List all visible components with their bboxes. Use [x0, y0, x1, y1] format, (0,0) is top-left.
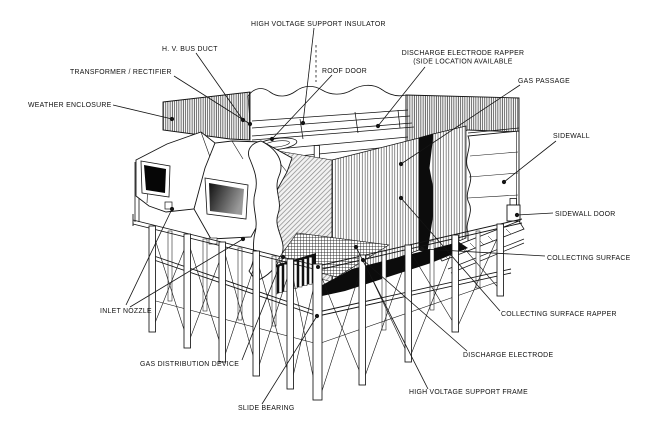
label-sidewall-door: SIDEWALL DOOR	[555, 211, 616, 218]
leader-line-collecting-surface-rapper	[400, 197, 501, 312]
leader-dot-weather-enclosure	[169, 116, 175, 122]
leader-dot-collecting-surface	[419, 246, 425, 252]
inlet-window	[209, 183, 244, 215]
leader-dot-roof-door	[269, 136, 275, 142]
leader-dot-discharge-electrode-rapper	[375, 123, 381, 129]
leader-dot-inlet-nozzle	[169, 206, 175, 212]
leader-line-collecting-surface	[421, 248, 546, 257]
rear-legs	[167, 230, 481, 331]
enclosure-window	[144, 165, 166, 193]
leader-dot-inlet-nozzle	[240, 236, 246, 242]
label-roof-door: ROOF DOOR	[322, 68, 367, 75]
leader-dot-sidewall-door	[514, 212, 520, 218]
leader-line-gas-distribution-device	[241, 256, 284, 361]
label-collecting-surface-rapper: COLLECTING SURFACE RAPPER	[501, 311, 617, 318]
leader-line-slide-bearing	[261, 315, 318, 405]
label-discharge-electrode-rapper: DISCHARGE ELECTRODE RAPPER(SIDE LOCATION…	[402, 50, 525, 66]
label-high-voltage-support-insulator: HIGH VOLTAGE SUPPORT INSULATOR	[251, 21, 386, 28]
label-collecting-surface: COLLECTING SURFACE	[547, 255, 631, 262]
label-sidewall: SIDEWALL	[553, 133, 590, 140]
leader-line-discharge-electrode	[362, 259, 468, 352]
leader-line-high-voltage-support-insulator	[302, 27, 315, 124]
labels-layer: HIGH VOLTAGE SUPPORT INSULATOR H. V. BUS …	[28, 21, 631, 412]
enclosure-vent	[164, 201, 173, 210]
leader-line-roof-door	[271, 74, 333, 140]
leader-dot-collecting-surface-rapper	[398, 195, 404, 201]
leader-line-inlet-nozzle	[129, 238, 244, 308]
leader-dot-gas-passage	[398, 161, 404, 167]
leader-dot-sidewall	[501, 179, 507, 185]
sidewall-panel	[466, 127, 520, 243]
leader-dot-transformer-rectifier	[247, 121, 253, 127]
leader-line-high-voltage-support-frame	[355, 246, 429, 390]
leader-line-inlet-nozzle	[125, 208, 173, 306]
leader-line-transformer-rectifier	[173, 75, 251, 125]
label-inlet-nozzle: INLET NOZZLE	[100, 308, 152, 315]
leader-line-weather-enclosure	[112, 104, 173, 120]
cross-bracing	[151, 229, 502, 397]
corner-column	[312, 263, 323, 401]
leader-dot-slide-bearing	[314, 313, 320, 319]
leader-dot-high-voltage-support-insulator	[300, 120, 306, 126]
leader-line-gas-passage	[400, 84, 521, 165]
leader-line-sidewall-door	[516, 212, 554, 216]
label-hv-bus-duct: H. V. BUS DUCT	[162, 46, 218, 53]
torn-wall-drape	[248, 140, 284, 282]
weather-enclosure-hood	[135, 131, 216, 213]
leader-dot-gas-distribution-device	[280, 254, 286, 260]
label-gas-distribution-device: GAS DISTRIBUTION DEVICE	[140, 361, 239, 368]
leader-line-sidewall	[503, 140, 557, 183]
leader-dot-high-voltage-support-frame	[353, 244, 359, 250]
leader-line-hv-bus-duct	[195, 52, 244, 121]
corner-joint	[316, 265, 320, 269]
roof-panel-hatched-left	[162, 91, 251, 141]
roof-cutaway-edge	[247, 84, 407, 123]
label-discharge-electrode: DISCHARGE ELECTRODE	[463, 352, 553, 359]
hopper-shadow	[313, 242, 468, 296]
front-legs	[148, 223, 504, 401]
label-slide-bearing: SLIDE BEARING	[238, 405, 294, 412]
label-transformer-rectifier: TRANSFORMER / RECTIFIER	[70, 69, 172, 76]
label-gas-passage: GAS PASSAGE	[518, 78, 570, 85]
label-weather-enclosure: WEATHER ENCLOSURE	[28, 102, 112, 109]
leader-line-discharge-electrode-rapper	[377, 66, 426, 127]
label-high-voltage-support-frame: HIGH VOLTAGE SUPPORT FRAME	[409, 389, 528, 396]
